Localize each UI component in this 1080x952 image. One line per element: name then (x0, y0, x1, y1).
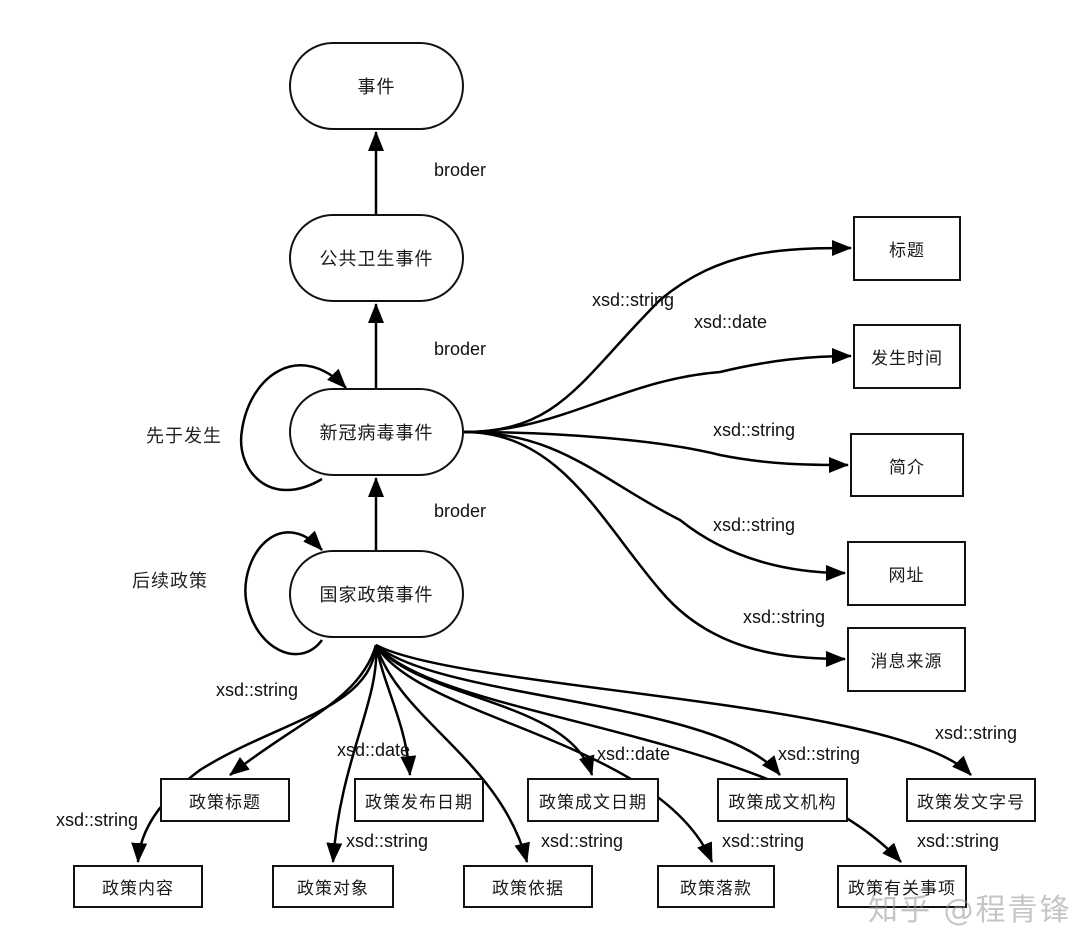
edge-label-type: xsd::date (694, 312, 768, 332)
edge-policy-publish-date (374, 644, 417, 776)
attr-label: 政策成文机构 (728, 792, 837, 813)
edge-policy-basis (374, 644, 530, 863)
edge-label-type: xsd::string (917, 831, 1000, 851)
edge-label-type: xsd::string (592, 290, 675, 310)
self-loop-covid (239, 364, 347, 492)
attr-label: 政策落款 (680, 879, 752, 899)
attr-label: 发生时间 (871, 349, 943, 369)
edge-label-type: xsd::string (713, 515, 796, 535)
attr-box-policy-publish-date[interactable]: 政策发布日期 (354, 778, 484, 822)
edge-label-type: xsd::string (56, 810, 139, 830)
attr-label: 网址 (888, 566, 925, 586)
edge-covid-source (463, 430, 846, 667)
node-label: 新冠病毒事件 (319, 423, 434, 444)
edge-label-type: xsd::string (541, 831, 624, 851)
attr-label: 政策依据 (492, 879, 564, 899)
attr-box-source[interactable]: 消息来源 (847, 627, 966, 692)
edge-label-type: xsd::date (337, 740, 411, 760)
attr-label: 消息来源 (870, 652, 943, 672)
edge-label-type: xsd::string (346, 831, 429, 851)
attr-label: 政策发文字号 (917, 792, 1025, 813)
attr-box-policy-signature[interactable]: 政策落款 (657, 865, 775, 908)
attr-label: 政策内容 (102, 879, 174, 899)
edge-label-type: xsd::string (935, 723, 1018, 743)
edge-policy-content (131, 644, 378, 863)
attr-box-policy-written-date[interactable]: 政策成文日期 (527, 778, 659, 822)
attr-label: 政策发布日期 (365, 792, 473, 813)
edge-label-broder: broder (434, 339, 487, 359)
attr-label: 政策对象 (297, 879, 369, 899)
node-label: 公共卫生事件 (319, 249, 434, 270)
edge-label-type: xsd::string (713, 420, 796, 440)
attr-label: 简介 (889, 457, 925, 478)
node-label: 国家政策事件 (319, 585, 434, 606)
edge-policy-doc-number (375, 643, 972, 776)
attr-box-policy-related-matters[interactable]: 政策有关事项 (837, 865, 967, 908)
edge-label-type: xsd::string (743, 607, 826, 627)
edge-label-type: xsd::date (597, 744, 671, 764)
attr-box-title[interactable]: 标题 (853, 216, 961, 281)
attr-box-intro[interactable]: 简介 (850, 433, 964, 497)
attr-box-policy-basis[interactable]: 政策依据 (463, 865, 593, 908)
edge-covid-title (463, 240, 852, 434)
edge-label-type: xsd::string (216, 680, 299, 700)
attr-label: 政策有关事项 (848, 879, 956, 899)
edge-label-type: xsd::string (778, 744, 861, 764)
attr-box-policy-title[interactable]: 政策标题 (160, 778, 290, 822)
edge-covid-url (463, 430, 846, 581)
node-covid-event[interactable]: 新冠病毒事件 (289, 388, 464, 476)
attr-box-policy-target[interactable]: 政策对象 (272, 865, 394, 908)
node-public-health-event[interactable]: 公共卫生事件 (289, 214, 464, 302)
edge-covid-intro (463, 430, 849, 473)
edge-label-broder: broder (434, 501, 487, 521)
attr-box-policy-written-org[interactable]: 政策成文机构 (717, 778, 848, 822)
node-national-policy-event[interactable]: 国家政策事件 (289, 550, 464, 638)
edge-policy-signature (374, 644, 714, 863)
attr-box-policy-content[interactable]: 政策内容 (73, 865, 203, 908)
attr-box-occurrence-time[interactable]: 发生时间 (853, 324, 961, 389)
self-loop-label-follow-up-policy: 后续政策 (132, 571, 208, 592)
attr-label: 政策成文日期 (539, 792, 647, 813)
self-loop-label-precedes: 先于发生 (146, 426, 222, 447)
edge-label-type: xsd::string (722, 831, 805, 851)
edge-policy-target (326, 644, 378, 863)
attr-box-policy-doc-number[interactable]: 政策发文字号 (906, 778, 1036, 822)
self-loop-policy (244, 530, 324, 656)
attr-box-url[interactable]: 网址 (847, 541, 966, 606)
edge-label-broder: broder (434, 160, 487, 180)
node-label: 事件 (357, 77, 396, 98)
edge-covid-time (463, 348, 852, 434)
attr-label: 政策标题 (189, 792, 261, 813)
edge-policy-written-org (375, 644, 781, 776)
attr-label: 标题 (889, 241, 925, 261)
node-event[interactable]: 事件 (289, 42, 464, 130)
watermark: 知乎 @程青锋 (868, 893, 1072, 928)
